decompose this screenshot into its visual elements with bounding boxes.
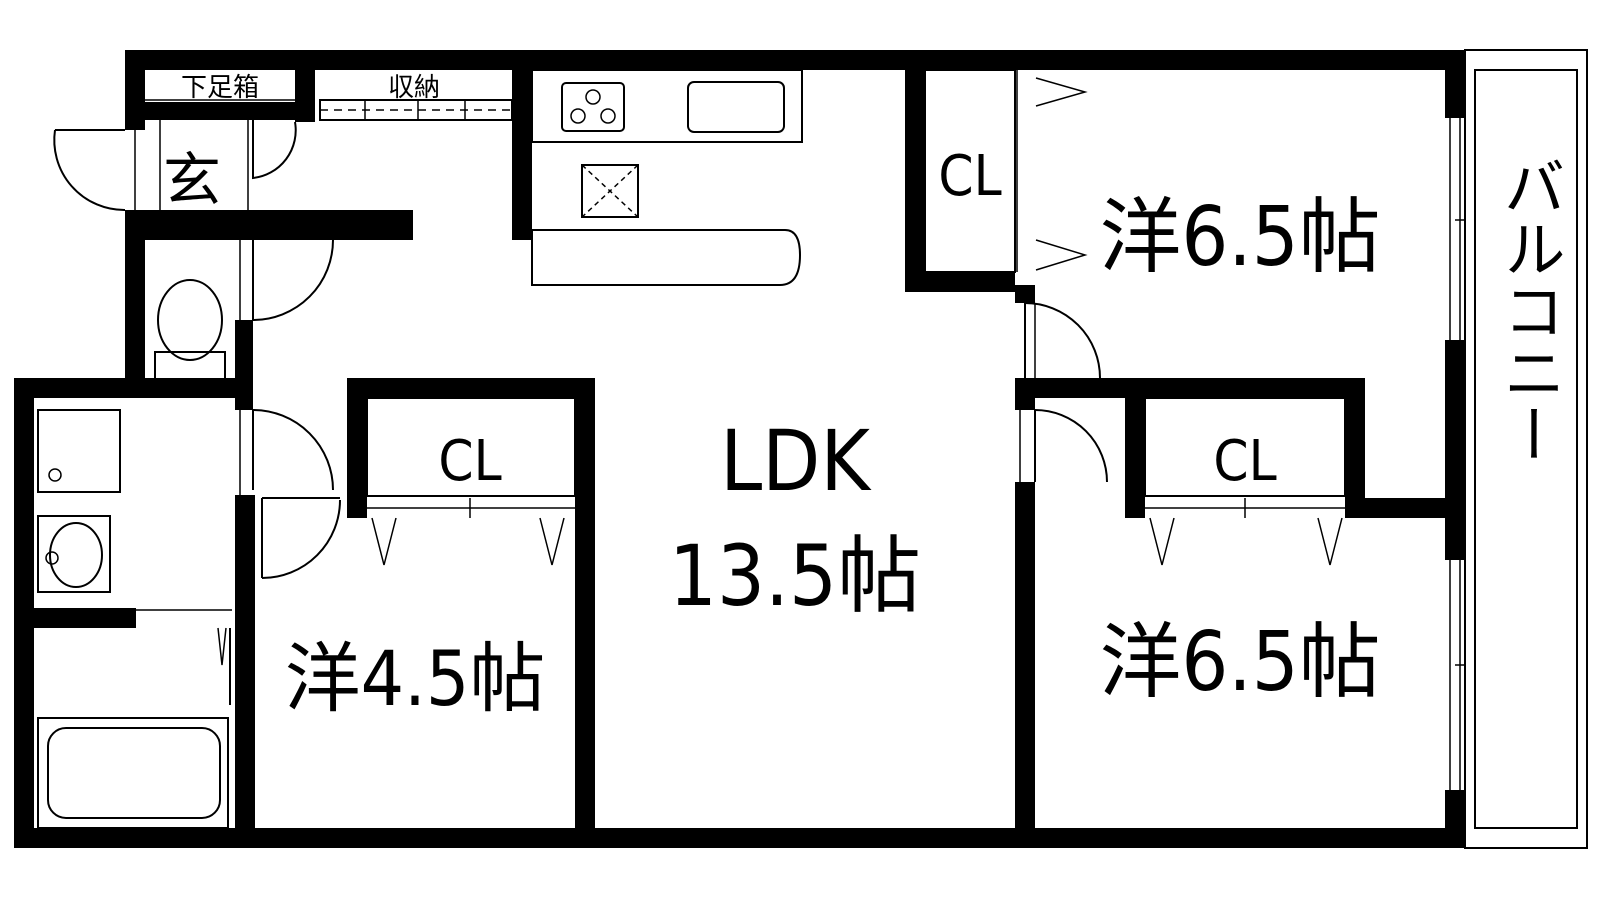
closet-label-ne: CL (938, 144, 1001, 209)
windows (1449, 118, 1465, 790)
ldk-label: LDK (720, 412, 872, 510)
doors (53, 120, 1108, 705)
storage-details (145, 99, 513, 210)
balcony (1464, 49, 1588, 849)
ne-room-label: 洋6.5帖 (1099, 190, 1380, 285)
storage-label: 収納 (388, 73, 440, 103)
outer-walls (14, 50, 1465, 848)
room-labels: 下足箱 収納 玄 CL CL CL LDK 13.5帖 洋4.5帖 洋6.5帖 … (163, 73, 1566, 723)
ldk-size-label: 13.5帖 (669, 527, 921, 625)
shoe-box-label: 下足箱 (181, 73, 259, 103)
genkan-label: 玄 (163, 146, 221, 214)
balcony-label: バルコニー (1493, 155, 1566, 465)
closet-label-west: CL (438, 429, 501, 494)
closet-label-se: CL (1213, 429, 1276, 494)
kitchen (531, 69, 803, 286)
interior-walls (34, 70, 1465, 848)
wet-area (37, 279, 232, 829)
closet-details (366, 69, 1346, 566)
west-room-label: 洋4.5帖 (285, 634, 546, 723)
se-room-label: 洋6.5帖 (1099, 615, 1380, 710)
